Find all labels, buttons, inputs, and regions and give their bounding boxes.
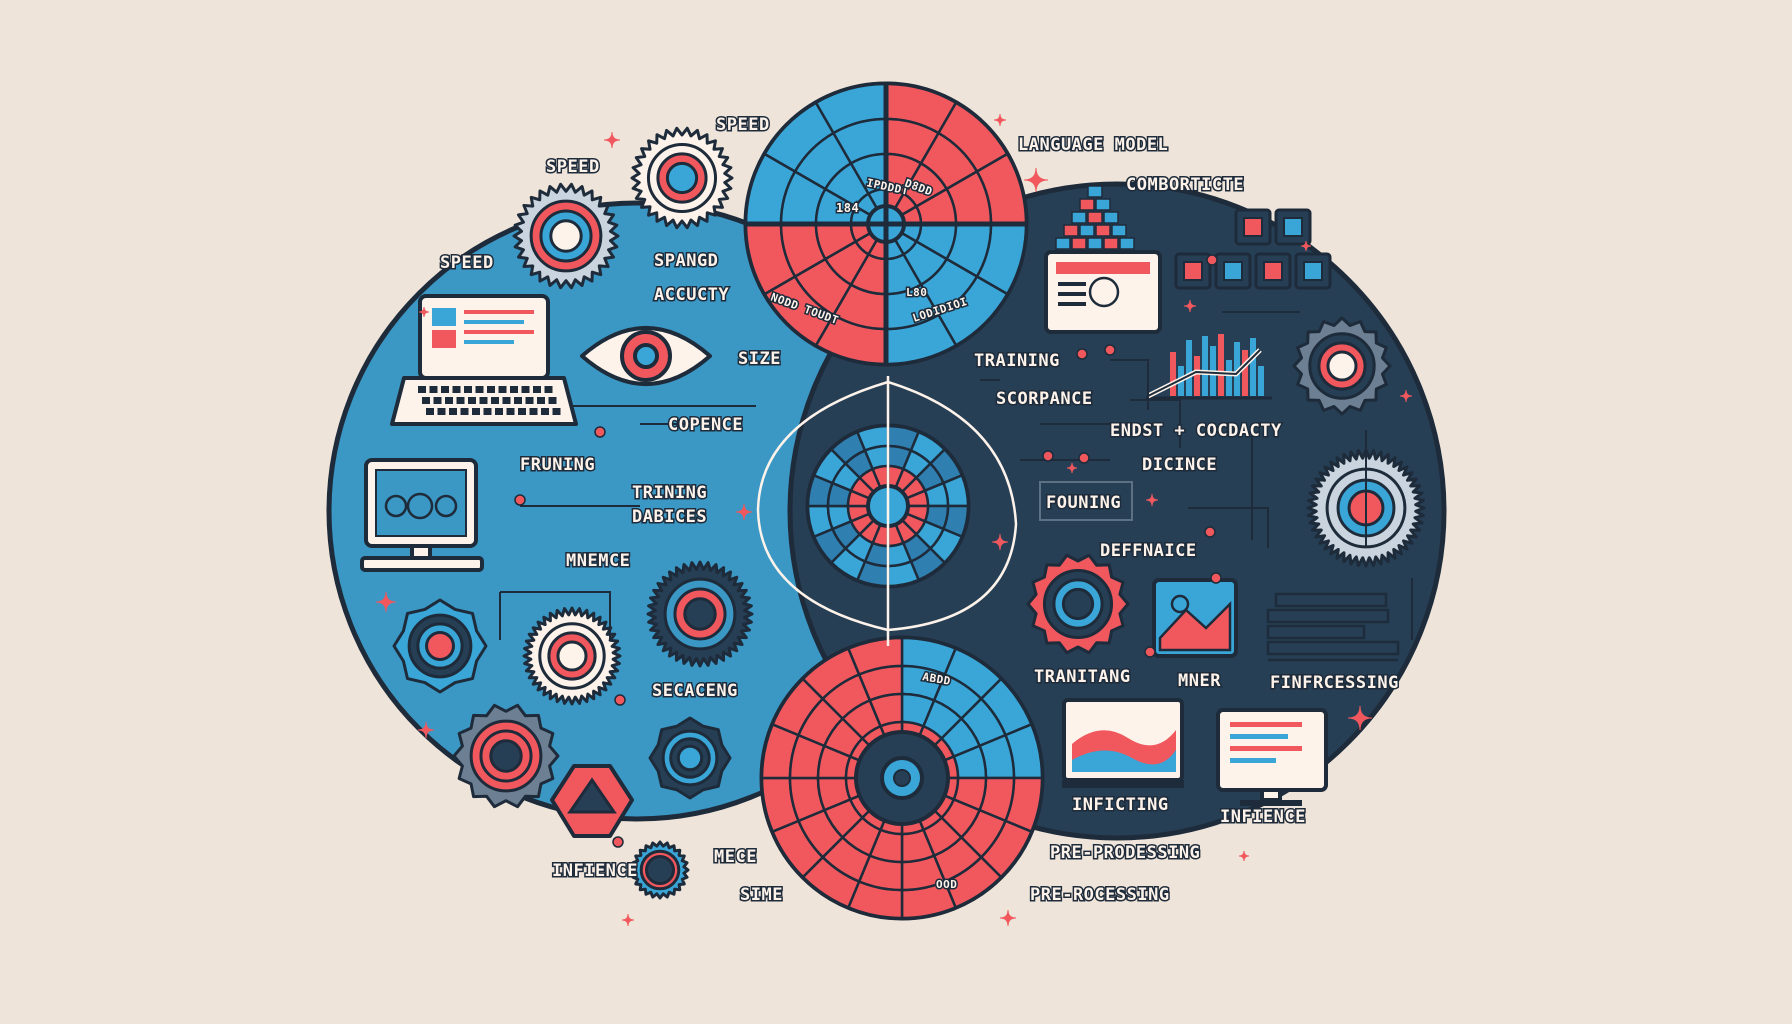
label-scorpance: SCORPANCE [996, 389, 1093, 409]
gear-icon-right-2 [1026, 553, 1130, 655]
gear-icon-3 [648, 716, 732, 800]
connectors [499, 311, 1413, 640]
bar-chart-icon [1146, 334, 1272, 400]
small-pie-icon [630, 840, 690, 900]
label-combortricte: COMBORTICTE [1126, 175, 1244, 195]
label-infience-right: INFIENCE [1220, 807, 1306, 827]
label-sime: SIME [740, 885, 783, 905]
middle-arc-left [756, 380, 889, 632]
label-endst-cocdacty: ENDST + COCDACTY [1110, 421, 1282, 441]
label-speed-2: SPEED [546, 157, 600, 177]
label-mece: MECE [714, 847, 757, 867]
gear-icon [392, 598, 488, 694]
image-icon [1152, 578, 1238, 658]
sparkle-icons [375, 113, 1413, 927]
line-chart-icon [1062, 698, 1184, 788]
laptop-icon [390, 294, 578, 426]
hexagon-icon [550, 764, 634, 838]
gear-icon-2 [452, 703, 560, 809]
label-copence: COPENCE [668, 415, 743, 435]
label-infiting: INFICTING [1072, 795, 1169, 815]
wheel-label-bottom-b: OOD [936, 878, 957, 891]
label-mner: MNER [1178, 671, 1221, 691]
label-fruning: FRUNING [520, 455, 595, 475]
stacked-bars-icon [1266, 592, 1400, 662]
label-spangd: SPANGD [654, 251, 718, 271]
label-secaceng: SECACENG [652, 681, 738, 701]
label-speed-1: SPEED [716, 115, 770, 135]
label-dicince: DICINCE [1142, 455, 1217, 475]
label-finfrcessing: FINFRCESSING [1270, 673, 1399, 693]
label-dabices: DABICES [632, 507, 707, 527]
label-accucty: ACCUCTY [654, 285, 729, 305]
gear-target-icon [630, 126, 734, 230]
middle-wheel [805, 423, 971, 589]
gear-icon-right [1292, 316, 1392, 416]
monitor-icon-right [1216, 708, 1328, 806]
label-mnemce: MNEMCE [566, 551, 630, 571]
label-speed-3: SPEED [440, 253, 494, 273]
label-trining: TRINING [632, 483, 707, 503]
gear-target-icon-2 [512, 182, 620, 290]
grid-icon [1174, 208, 1332, 290]
middle-arc-right [887, 380, 1018, 632]
pie-target-icon [646, 560, 754, 668]
top-wheel [743, 81, 1029, 367]
label-founing: FOUNING [1046, 493, 1121, 513]
label-tranitang: TRANITANG [1034, 667, 1131, 687]
eye-icon [580, 326, 712, 386]
wheel-label-top-c: 184 [836, 201, 859, 215]
label-size: SIZE [738, 349, 781, 369]
label-training: TRAINING [974, 351, 1060, 371]
label-deffnaice: DEFFNAICE [1100, 541, 1197, 561]
label-pre-rocessing: PRE-ROCESSING [1030, 885, 1170, 905]
founing-box [1039, 481, 1133, 521]
tile-card-icon [1044, 185, 1162, 334]
label-pre-prodessing: PRE-PRODESSING [1050, 843, 1200, 863]
wheel-label-top-e: L80 [906, 286, 927, 299]
bottom-wheel [759, 635, 1045, 921]
target-icon [522, 606, 622, 706]
monitor-icon [360, 458, 484, 572]
label-language-model: LANGUAGE MODEL [1018, 135, 1168, 155]
label-infience-left: INFIENCE [552, 861, 638, 881]
